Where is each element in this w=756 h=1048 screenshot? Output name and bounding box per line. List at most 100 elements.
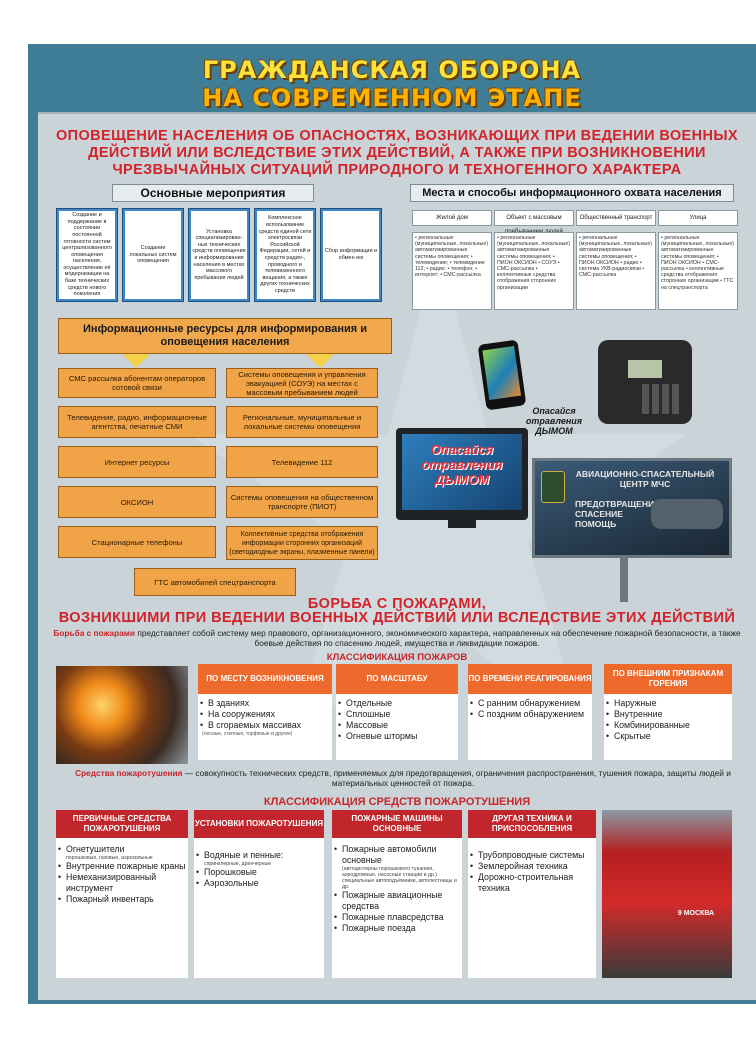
poster-title-line1: ГРАЖДАНСКАЯ ОБОРОНА <box>202 56 582 84</box>
billboard-pole <box>620 556 628 602</box>
resource-left: Телевидение, радио, информационные агент… <box>58 406 216 438</box>
classification-item: Отдельные <box>338 698 458 709</box>
place-head: Улица <box>658 210 738 226</box>
extinguishing-item: Внутренние пожарные краны <box>58 861 188 872</box>
classification-item: Внутренние <box>606 709 732 720</box>
poster: ГРАЖДАНСКАЯ ОБОРОНА НА СОВРЕМЕННОМ ЭТАПЕ… <box>28 44 756 1004</box>
classification-card: ПО ВРЕМЕНИ РЕАГИРОВАНИЯ С ранним обнаруж… <box>468 664 592 760</box>
resource-right: Коллективные средства отображения информ… <box>226 526 378 560</box>
classification-note: (лесные, степные, торфяные и другие) <box>202 731 293 737</box>
measure-text: Комплексное использование средств единой… <box>257 211 313 299</box>
means-definition-text: — совокупность технических средств, прим… <box>184 768 731 788</box>
poster-title-line2: НА СОВРЕМЕННОМ ЭТАПЕ <box>202 84 582 112</box>
extinguishing-card: ПОЖАРНЫЕ МАШИНЫ ОСНОВНЫЕ Пожарные автомо… <box>332 810 462 978</box>
resource-left: Стационарные телефоны <box>58 526 216 558</box>
place-body: • региональные (муниципальные, локальные… <box>412 232 492 310</box>
fire-classification-title: КЛАССИФИКАЦИЯ ПОЖАРОВ <box>326 652 468 663</box>
resource-bottom: ГТС автомобилей спецтранспорта <box>134 568 296 596</box>
extinguishing-card-head: ПЕРВИЧНЫЕ СРЕДСТВА ПОЖАРОТУШЕНИЯ <box>56 810 188 838</box>
info-resources-title: Информационные ресурсы для информировани… <box>58 318 392 354</box>
extinguishing-item: Пожарный инвентарь <box>58 894 188 905</box>
billboard-subtitle: ПРЕДОТВРАЩЕНИЕ СПАСЕНИЕ ПОМОЩЬ <box>575 499 660 529</box>
extinguishing-card-head: ПОЖАРНЫЕ МАШИНЫ ОСНОВНЫЕ <box>332 810 462 838</box>
billboard: АВИАЦИОННО-СПАСАТЕЛЬНЫЙ ЦЕНТР МЧС ПРЕДОТ… <box>532 458 732 558</box>
measure-text: Установка специализирован-ных технически… <box>191 211 247 299</box>
measure-card: Комплексное использование средств единой… <box>254 208 316 302</box>
fire-photo <box>56 666 188 764</box>
section2-heading-2: ВОЗНИКШИМИ ПРИ ВЕДЕНИИ ВОЕННЫХ ДЕЙСТВИЙ … <box>58 610 736 626</box>
means-definition-term: Средства пожаротушения <box>75 768 183 778</box>
extinguishing-item: Немеханизированный инструмент <box>58 872 188 894</box>
phone-caption: Опасайся отравления ДЫМОМ <box>525 406 583 436</box>
measure-text: Создание и поддержание в состоянии посто… <box>59 211 115 299</box>
place-head: Объект с массовым пребыванием людей <box>494 210 574 235</box>
arrow-down-icon <box>122 354 150 368</box>
extinguishing-card-head: ДРУГАЯ ТЕХНИКА И ПРИСПОСОБЛЕНИЯ <box>468 810 596 838</box>
means-classification-title: КЛАССИФИКАЦИЯ СРЕДСТВ ПОЖАРОТУШЕНИЯ <box>263 796 531 808</box>
extinguishing-item-sub: (автоцистерны порошкового тушения, аэрод… <box>342 866 457 890</box>
extinguishing-item-label: Пожарные автомобили основные <box>342 844 437 865</box>
section2-heading-1: БОРЬБА С ПОЖАРАМИ, <box>307 596 487 612</box>
classification-item: Огневые штормы <box>338 731 458 742</box>
section1-heading-2: ДЕЙСТВИЙ ИЛИ ВСЛЕДСТВИЕ ЭТИХ ДЕЙСТВИЙ, А… <box>88 145 706 161</box>
place-head: Общественный транспорт <box>576 210 656 226</box>
classification-item: Сплошные <box>338 709 458 720</box>
extinguishing-item: Аэрозольные <box>196 878 324 889</box>
measure-card: Создание и поддержание в состоянии посто… <box>56 208 118 302</box>
fire-definition-term: Борьба с пожарами <box>53 628 136 638</box>
measure-card: Сбор информации и обмен ею <box>320 208 382 302</box>
resource-left: Интернет ресурсы <box>58 446 216 478</box>
classification-item: Скрытые <box>606 731 732 742</box>
helicopter-icon <box>651 499 723 529</box>
billboard-title: АВИАЦИОННО-СПАСАТЕЛЬНЫЙ ЦЕНТР МЧС <box>575 469 715 489</box>
places-title: Места и способы информационного охвата н… <box>410 184 734 202</box>
classification-card: ПО МАСШТАБУ Отдельные Сплошные Массовые … <box>336 664 458 760</box>
extinguishing-item-label: Водяные и пенные: <box>204 850 284 860</box>
extinguishing-item-sub: порошковые, газовые, аэрозольные <box>66 855 153 861</box>
classification-card-head: ПО МЕСТУ ВОЗНИКНОВЕНИЯ <box>198 664 332 694</box>
classification-item: Массовые <box>338 720 458 731</box>
extinguishing-card: ПЕРВИЧНЫЕ СРЕДСТВА ПОЖАРОТУШЕНИЯ Огнетуш… <box>56 810 188 978</box>
mchs-emblem-icon <box>541 471 565 503</box>
extinguishing-item: Водяные и пенные:спринклерные, дренчерны… <box>196 850 324 867</box>
resource-right: Телевидение 112 <box>226 446 378 478</box>
section1-heading-3: ЧРЕЗВЫЧАЙНЫХ СИТУАЦИЙ ПРИРОДНОГО И ТЕХНО… <box>112 162 682 178</box>
resource-right: Региональные, муниципальные и локальные … <box>226 406 378 438</box>
extinguishing-item: Дорожно-строительная техника <box>470 872 596 894</box>
measure-text: Создание локальных систем оповещения <box>125 211 181 299</box>
measure-card: Установка специализирован-ных технически… <box>188 208 250 302</box>
main-measures-title: Основные мероприятия <box>112 184 314 202</box>
tv-caption: Опасайся отравления ДЫМОМ <box>421 442 503 487</box>
extinguishing-item: Пожарные поезда <box>334 923 462 934</box>
place-body: • региональные (муниципальные, локальные… <box>576 232 656 310</box>
place-body: • региональные (муниципальные, локальные… <box>494 232 574 310</box>
resource-left: ОКСИОН <box>58 486 216 518</box>
classification-item: В сгораемых массивах <box>200 720 332 731</box>
classification-card: ПО ВНЕШНИМ ПРИЗНАКАМ ГОРЕНИЯ Наружные Вн… <box>604 664 732 760</box>
classification-item: С поздним обнаружением <box>470 709 592 720</box>
arrow-down-icon <box>306 354 334 368</box>
extinguishing-item-label: Огнетушители <box>66 844 125 854</box>
classification-item: Комбинированные <box>606 720 732 731</box>
classification-item: С ранним обнаружением <box>470 698 592 709</box>
means-definition: Средства пожаротушения — совокупность те… <box>68 768 738 788</box>
measure-text: Сбор информации и обмен ею <box>323 211 379 299</box>
classification-item: В зданиях <box>200 698 332 709</box>
resource-right: Системы оповещения и управления эвакуаци… <box>226 368 378 398</box>
fire-definition: Борьба с пожарами представляет собой сис… <box>44 628 750 648</box>
place-body: • региональные (муниципальные, локальные… <box>658 232 738 310</box>
desk-phone-icon <box>598 340 692 424</box>
classification-card-head: ПО ВРЕМЕНИ РЕАГИРОВАНИЯ <box>468 664 592 694</box>
place-head: Жилой дом <box>412 210 492 226</box>
resource-right: Системы оповещения на общественном транс… <box>226 486 378 518</box>
content-panel: ОПОВЕЩЕНИЕ НАСЕЛЕНИЯ ОБ ОПАСНОСТЯХ, ВОЗН… <box>38 112 756 1000</box>
fire-truck-photo: 9 МОСКВА <box>602 810 732 978</box>
fire-definition-text: представляет собой систему мер правового… <box>137 628 741 648</box>
extinguishing-item: Пожарные авиационные средства <box>334 890 462 912</box>
extinguishing-item: Порошковые <box>196 867 324 878</box>
extinguishing-item: Трубопроводные системы <box>470 850 596 861</box>
section1-heading-1: ОПОВЕЩЕНИЕ НАСЕЛЕНИЯ ОБ ОПАСНОСТЯХ, ВОЗН… <box>55 128 738 144</box>
extinguishing-item: Пожарные автомобили основные(автоцистерн… <box>334 844 462 890</box>
classification-card-head: ПО ВНЕШНИМ ПРИЗНАКАМ ГОРЕНИЯ <box>604 664 732 694</box>
